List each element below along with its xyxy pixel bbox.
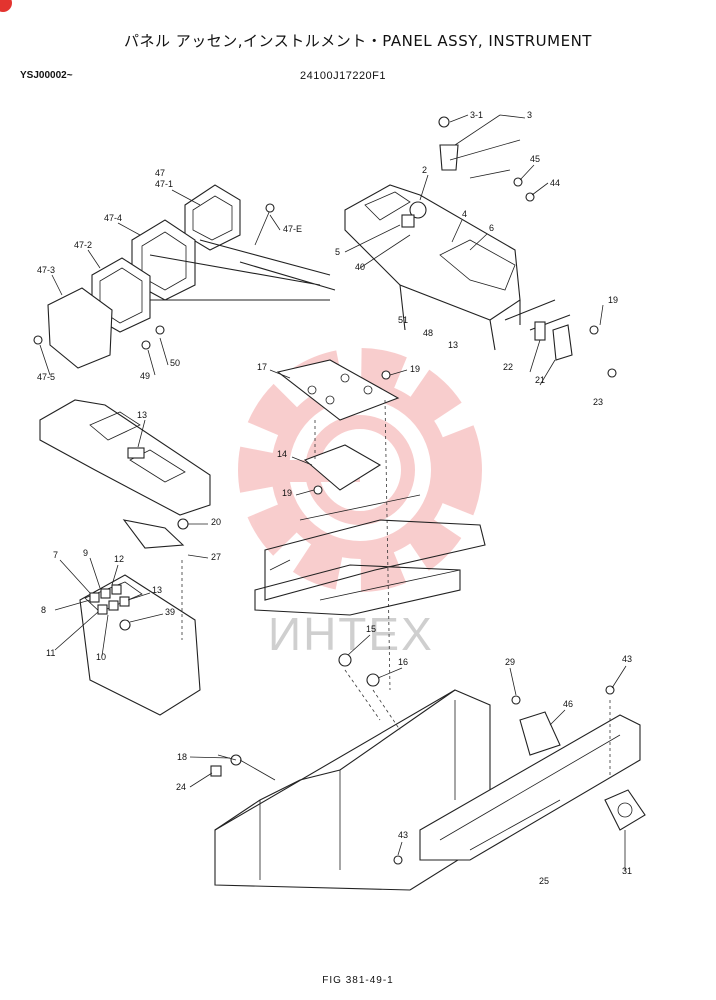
callout-labels: 3-1 3 2 45 44 4 6 5 40 19 51 48 13 22 21… [37,110,632,886]
callout: 6 [489,223,494,233]
callout: 47-5 [37,372,55,382]
callout: 12 [114,554,124,564]
figure-number: FIG 381-49-1 [322,975,394,986]
callout: 3 [527,110,532,120]
callout: 9 [83,548,88,558]
callout: 18 [177,752,187,762]
callout: 13 [137,410,147,420]
callout: 5 [335,247,340,257]
callout: 23 [593,397,603,407]
callout: 19 [410,364,420,374]
switch-box-assembly [79,518,201,716]
callout: 13 [448,340,458,350]
callout: 47-E [283,224,302,234]
callout: 50 [170,358,180,368]
callout: 44 [550,178,560,188]
left-console-assembly [39,399,211,516]
callout: 21 [535,375,545,385]
callout: 15 [366,624,376,634]
callout: 2 [422,165,427,175]
callout: 47-3 [37,265,55,275]
callout: 31 [622,866,632,876]
callout: 39 [165,607,175,617]
page-title: パネル アッセン,インストルメント・PANEL ASSY, INSTRUMENT [124,32,592,50]
watermark-text: ИНТЕХ [268,608,434,660]
callout: 25 [539,876,549,886]
callout: 22 [503,362,513,372]
callout: 11 [46,648,55,658]
callout: 10 [96,652,106,662]
callout: 43 [398,830,408,840]
center-plate-assembly [276,359,400,691]
lower-tunnel-frame [210,653,646,891]
callout: 14 [277,449,287,459]
callout: 45 [530,154,540,164]
callout: 47 [155,168,165,178]
callout: 29 [505,657,515,667]
callout: 47-1 [155,179,173,189]
callout: 24 [176,782,186,792]
right-console-assembly [344,116,617,378]
part-number: 24100J17220F1 [300,70,387,82]
callout: 51 [398,315,408,325]
callout: 7 [53,550,58,560]
meter-housing-assembly [33,184,336,369]
callout: 47-4 [104,213,122,223]
callout: 16 [398,657,408,667]
callout: 40 [355,262,365,272]
callout: 19 [282,488,292,498]
callout: 49 [140,371,150,381]
callout: 4 [462,209,467,219]
callout: 20 [211,517,221,527]
callout: 17 [257,362,267,372]
callout: 48 [423,328,433,338]
callout: 46 [563,699,573,709]
callout: 3-1 [470,110,483,120]
leader-lines [39,114,627,870]
callout: 47-2 [74,240,92,250]
callout: 8 [41,605,46,615]
callout: 43 [622,654,632,664]
serial-range: YSJ00002~ [20,70,73,81]
center-frame [254,494,486,616]
callout: 13 [152,585,162,595]
corner-badge [0,0,12,12]
callout: 19 [608,295,618,305]
callout: 27 [211,552,221,562]
